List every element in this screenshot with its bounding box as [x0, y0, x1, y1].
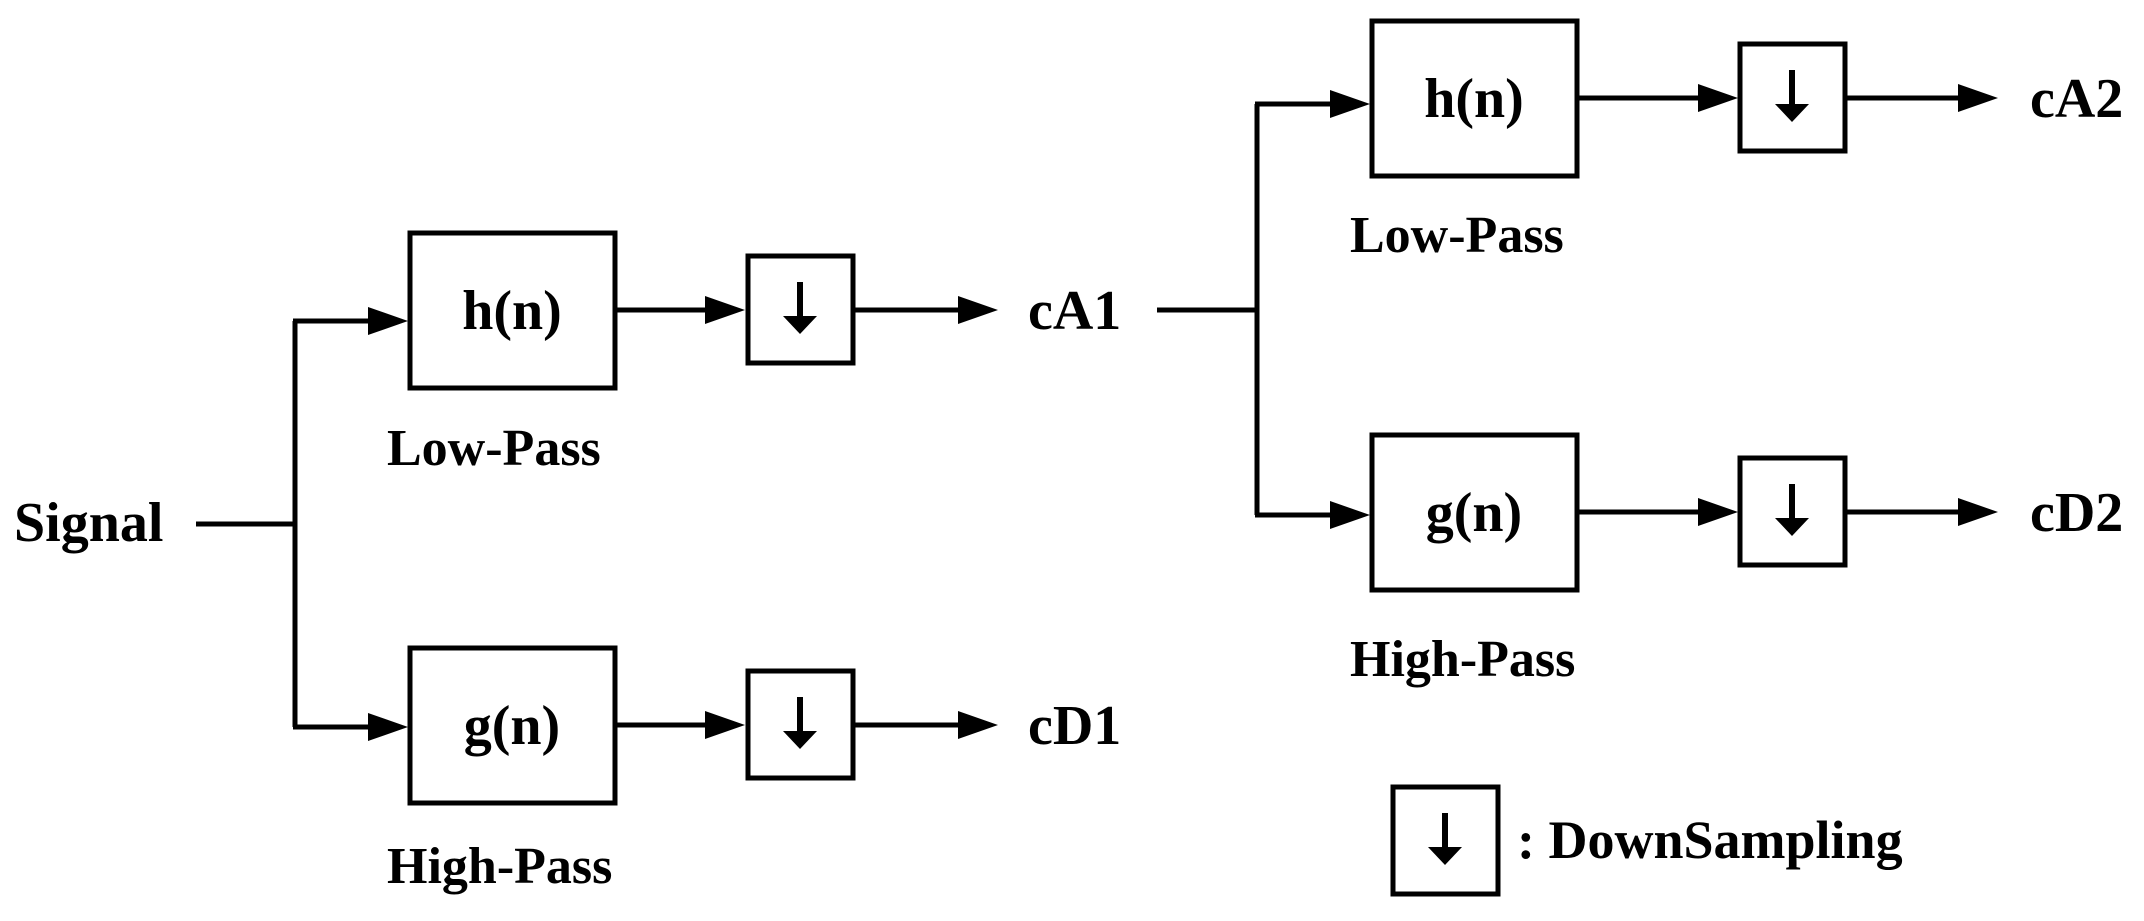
highpass-caption: High-Pass: [1350, 631, 1575, 688]
signal-split-wires: [196, 307, 408, 741]
signal-label: Signal: [14, 492, 163, 554]
cA1-split-wires: [1157, 90, 1370, 529]
output-cD2: cD2: [2030, 482, 2123, 544]
level2-lowpass-branch: h(n) Low-Pass cA2: [1350, 18, 2123, 264]
down-arrow-icon: [783, 282, 817, 334]
level1-highpass-branch: g(n) High-Pass cD1: [387, 645, 1121, 895]
down-arrow-icon: [1428, 813, 1462, 865]
output-cA1: cA1: [1028, 280, 1121, 342]
lowpass-filter-label: h(n): [462, 280, 562, 342]
output-cD1: cD1: [1028, 695, 1121, 757]
down-arrow-icon: [783, 697, 817, 749]
lowpass-filter-box: [1369, 18, 1580, 179]
legend: : DownSampling: [1390, 784, 1903, 897]
level2-highpass-branch: g(n) High-Pass cD2: [1350, 432, 2123, 688]
highpass-filter-label: g(n): [1426, 482, 1522, 544]
lowpass-filter-label: h(n): [1424, 68, 1524, 130]
lowpass-caption: Low-Pass: [1350, 207, 1564, 264]
level1-lowpass-branch: h(n) Low-Pass cA1: [387, 230, 1121, 477]
lowpass-filter-box: [407, 230, 618, 391]
highpass-caption: High-Pass: [387, 838, 612, 895]
output-cA2: cA2: [2030, 68, 2123, 130]
down-arrow-icon: [1775, 484, 1809, 536]
down-arrow-icon: [1775, 70, 1809, 122]
lowpass-caption: Low-Pass: [387, 420, 601, 477]
highpass-filter-label: g(n): [464, 695, 560, 757]
legend-text: : DownSampling: [1517, 810, 1903, 870]
